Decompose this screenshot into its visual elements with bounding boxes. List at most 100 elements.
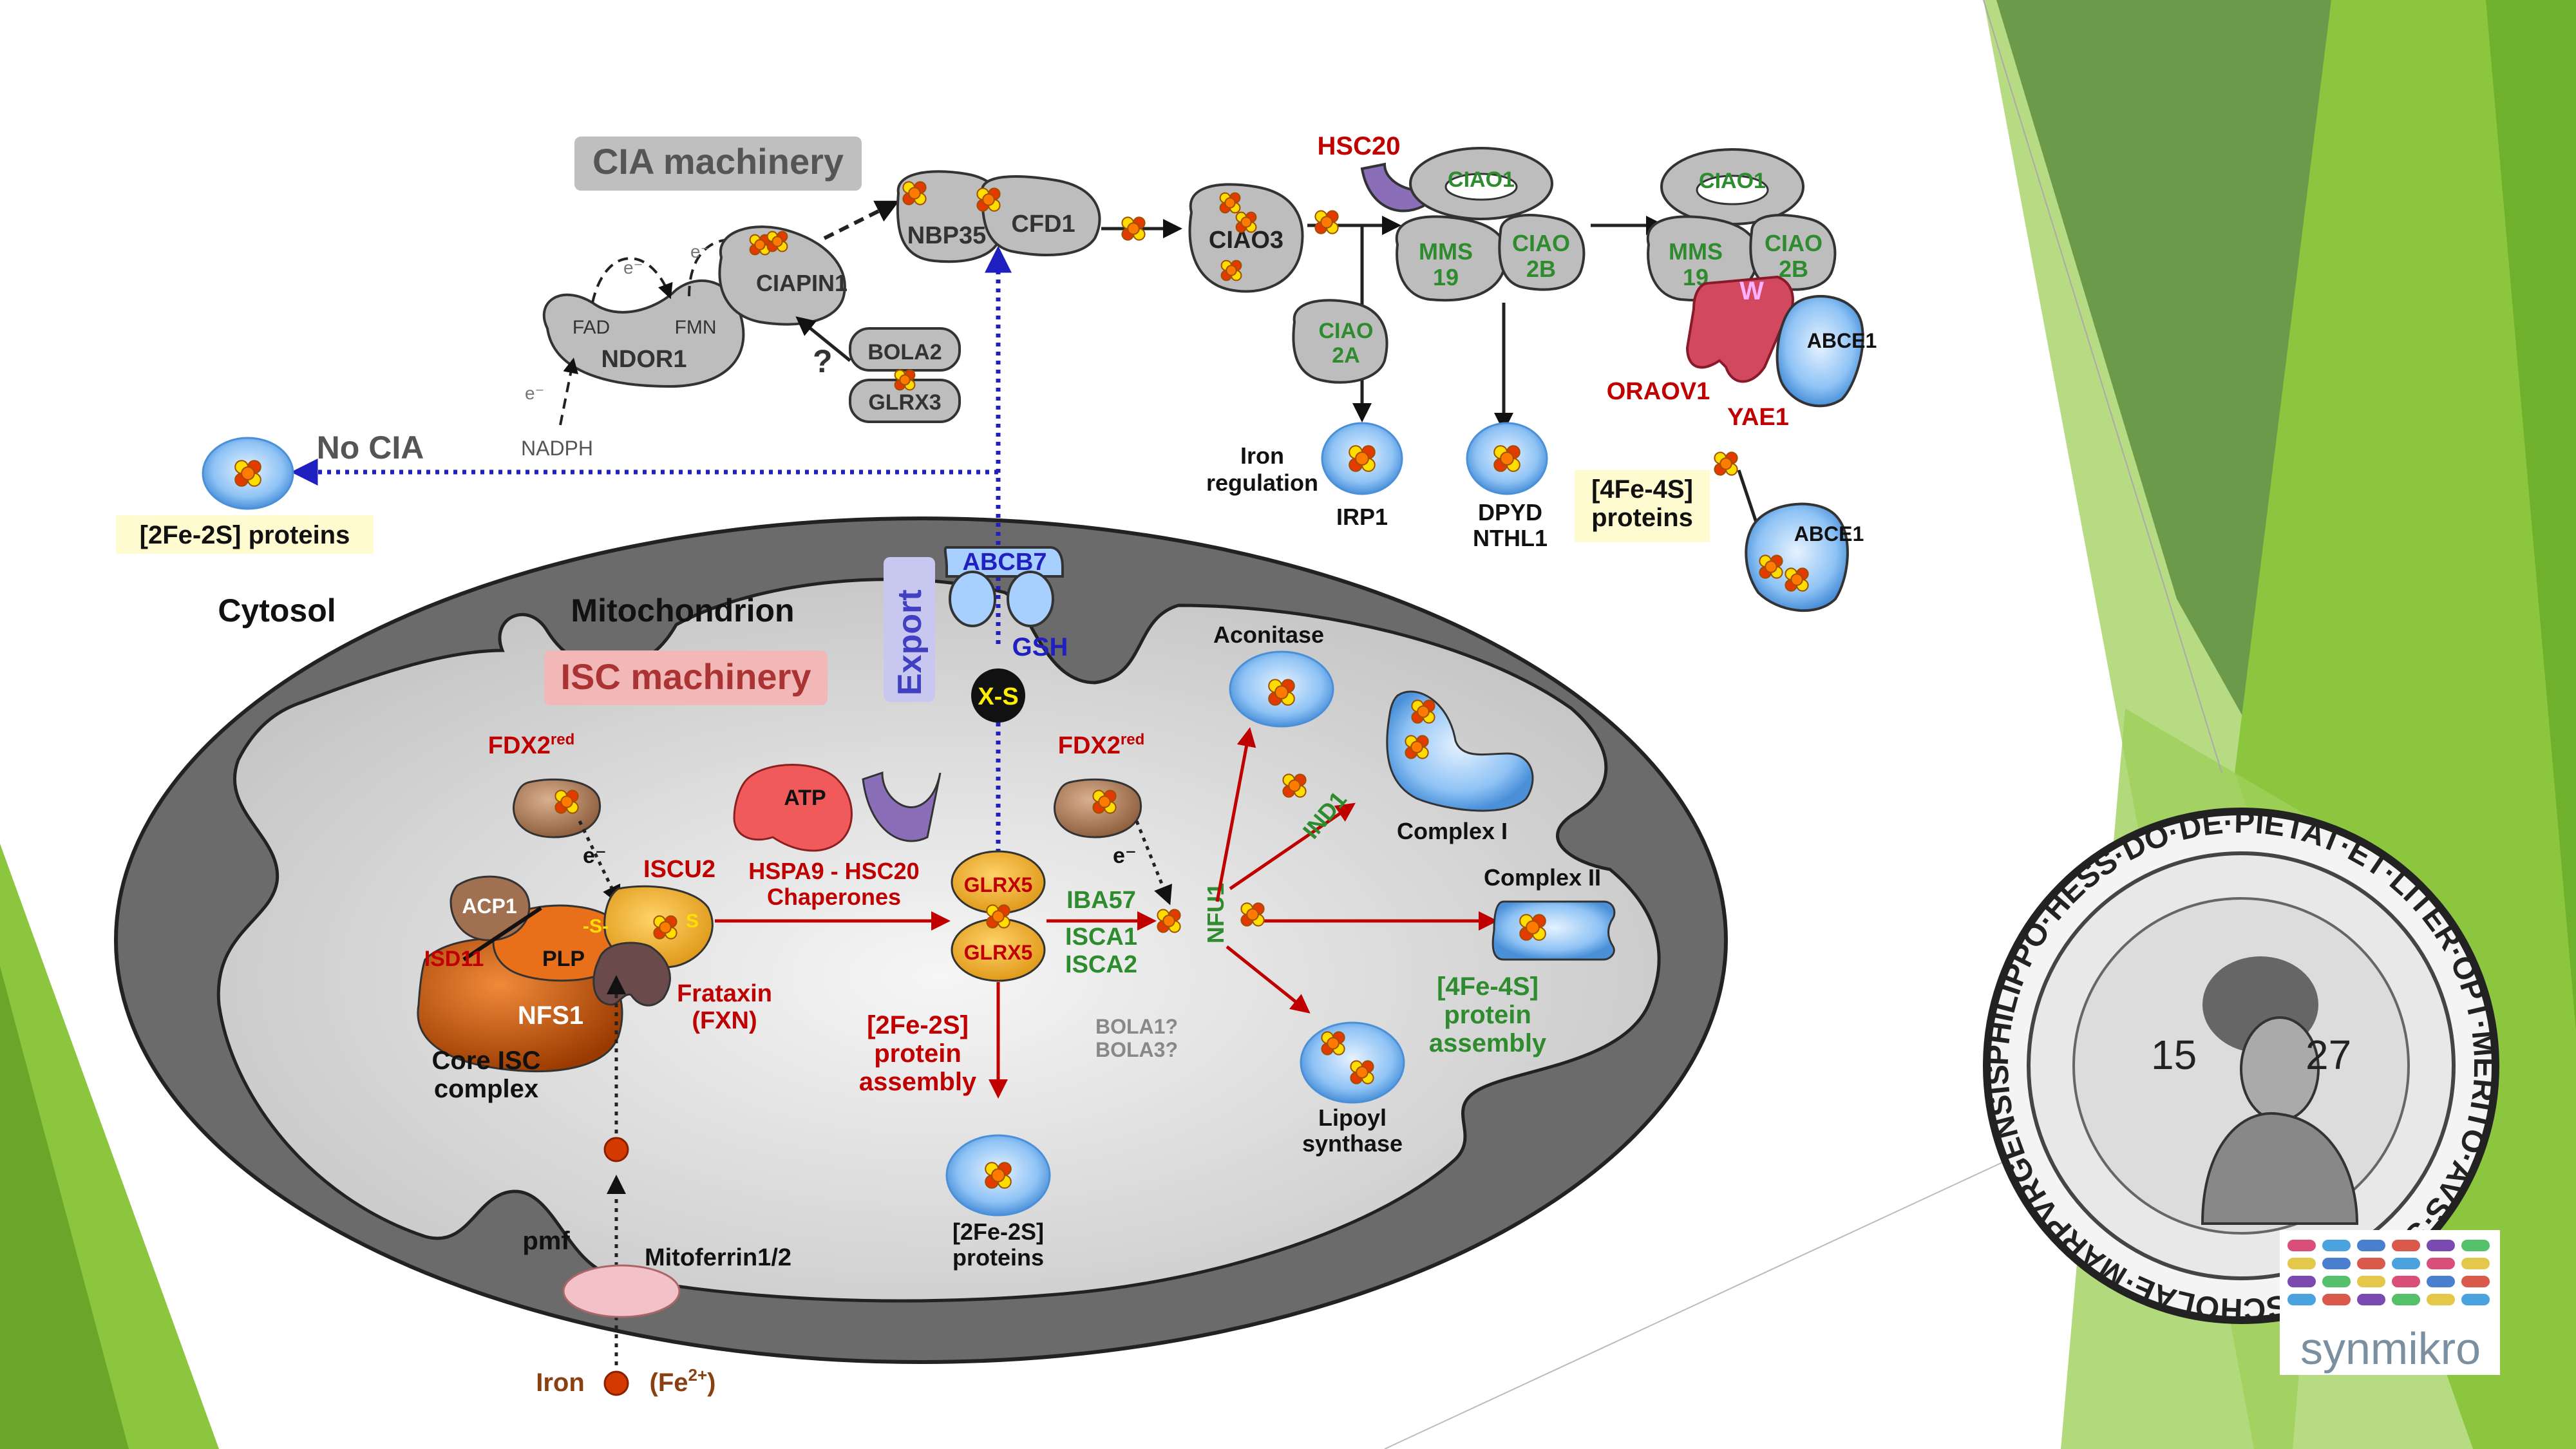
fdx2-left-red: red: [551, 731, 574, 748]
logo-pill: [2427, 1294, 2455, 1305]
logo-pill: [2287, 1294, 2316, 1305]
fe-s-cluster-icon: [985, 1162, 1012, 1189]
fe-s-cluster-icon: [894, 369, 916, 391]
question-mark: ?: [813, 343, 833, 379]
ndor1-label: NDOR1: [601, 346, 687, 373]
fe2s-proteins-bottom-label: [2Fe-2S]proteins: [952, 1218, 1044, 1271]
fe-s-cluster-icon: [1268, 679, 1295, 706]
fe4s-proteins-label: [4Fe-4S]proteins: [1591, 475, 1693, 532]
fe-s-cluster-icon: [1240, 902, 1265, 927]
yae1-w-protein: [1685, 275, 1794, 383]
ciao2b-line-1: CIAO: [1512, 230, 1570, 256]
hspa9-line-2: Chaperones: [767, 884, 901, 910]
logo-pill: [2287, 1240, 2316, 1251]
acp1-label: ACP1: [462, 895, 516, 918]
abce1-cia-protein: [1776, 295, 1864, 408]
logo-pill: [2357, 1240, 2385, 1251]
xs-molecule: [971, 668, 1025, 723]
mitochondrion: [114, 516, 1728, 1364]
no-cia-label: No CIA: [317, 430, 424, 466]
ciao3-protein: [1188, 183, 1304, 293]
hsc20-top-label: HSC20: [1318, 132, 1401, 160]
logo-pill: [2427, 1240, 2455, 1251]
yae1-label: YAE1: [1727, 404, 1789, 431]
s-label: S: [686, 911, 699, 932]
iba57-label: IBA57: [1066, 887, 1136, 914]
fe-s-cluster-icon: [766, 231, 788, 252]
isc-machinery-box: [544, 650, 828, 705]
fe2s-proteins-box-top: [116, 515, 374, 554]
fe4s-assembly-line-2: protein: [1444, 1001, 1531, 1029]
frataxin-protein: [592, 942, 671, 1007]
electron-right: e⁻: [1113, 844, 1137, 868]
fe-s-cluster-icon: [1405, 735, 1429, 759]
logo-pill: [2322, 1240, 2351, 1251]
plp-label: PLP: [542, 947, 585, 971]
cfd1-protein: [980, 175, 1101, 256]
fe-s-cluster-icon: [986, 904, 1010, 929]
seal-year-right: 27: [2306, 1032, 2351, 1078]
logo-pill: [2427, 1276, 2455, 1287]
abce1-label-2: ABCE1: [1794, 522, 1864, 545]
ciao2a-protein: [1292, 299, 1388, 384]
fe2-sup: 2+: [688, 1365, 708, 1385]
aconitase-label: Aconitase: [1213, 621, 1324, 648]
logo-pill: [2322, 1294, 2351, 1305]
mitoferrin-label: Mitoferrin1/2: [645, 1244, 791, 1271]
cia-machinery-label: CIA machinery: [592, 141, 844, 182]
nbp35-label: NBP35: [907, 222, 987, 249]
gsh-label: GSH: [1012, 633, 1068, 661]
ciao3-label: CIAO3: [1209, 227, 1283, 254]
logo-pill: [2461, 1294, 2490, 1305]
bola13-line-1: BOLA1?: [1095, 1015, 1178, 1038]
frataxin-label: Frataxin(FXN): [677, 980, 772, 1034]
nadph-label: NADPH: [521, 437, 593, 460]
iron-regulation-line-1: Iron: [1240, 442, 1284, 469]
fe4s-proteins-line-1: [4Fe-4S]: [1591, 475, 1693, 504]
fe-s-cluster-icon: [1092, 790, 1117, 814]
ciao2b-2-line-2: 2B: [1779, 256, 1808, 282]
core-isc-line-1: Core ISC: [432, 1046, 541, 1075]
ciao2a-line-1: CIAO: [1319, 319, 1374, 343]
cfd1-label: CFD1: [1011, 211, 1075, 238]
fe-s-cluster-icon: [1493, 445, 1520, 472]
hspa9-protein: [733, 764, 853, 852]
pmf-label: pmf: [522, 1227, 570, 1255]
bola13-line-2: BOLA3?: [1095, 1038, 1178, 1061]
logo-pill: [2322, 1258, 2351, 1269]
iron-label: Iron: [536, 1368, 585, 1397]
fe-s-cluster-icon: [1282, 773, 1307, 798]
glrx5-label-bottom: GLRX5: [964, 941, 1033, 964]
fe2s-assembly-line-3: assembly: [859, 1068, 977, 1096]
electron-label-2: e⁻: [690, 242, 710, 261]
electron-label-1: e⁻: [623, 258, 643, 278]
cytosol-label: Cytosol: [218, 592, 336, 629]
frataxin-line-2: (FXN): [692, 1007, 757, 1034]
fe4s-proteins-box: [1575, 470, 1710, 542]
core-isc-line-2: complex: [434, 1075, 538, 1103]
logo-pill: [2427, 1258, 2455, 1269]
frataxin-line-1: Frataxin: [677, 980, 772, 1007]
fe4s-assembly-line-3: assembly: [1429, 1029, 1547, 1057]
ciao2b-protein-2: [1749, 214, 1837, 291]
bola2-label: BOLA2: [867, 340, 942, 365]
fe-s-cluster-icon: [1349, 445, 1376, 472]
ciao1-label: CIAO1: [1448, 167, 1515, 192]
ciao2b-line-2: 2B: [1526, 256, 1556, 282]
logo-pill: [2322, 1276, 2351, 1287]
ciao2b-protein: [1498, 214, 1586, 291]
fe-s-cluster-icon: [1714, 451, 1738, 476]
w-label: W: [1739, 277, 1764, 305]
dpyd-line-2: NTHL1: [1473, 525, 1548, 551]
glrx5-label-top: GLRX5: [964, 873, 1033, 896]
fe2-label: (Fe2+): [650, 1365, 716, 1397]
mitochondrion-label: Mitochondrion: [571, 592, 794, 629]
iron-regulation-line-2: regulation: [1206, 469, 1318, 496]
complex2-protein: [1492, 900, 1616, 961]
